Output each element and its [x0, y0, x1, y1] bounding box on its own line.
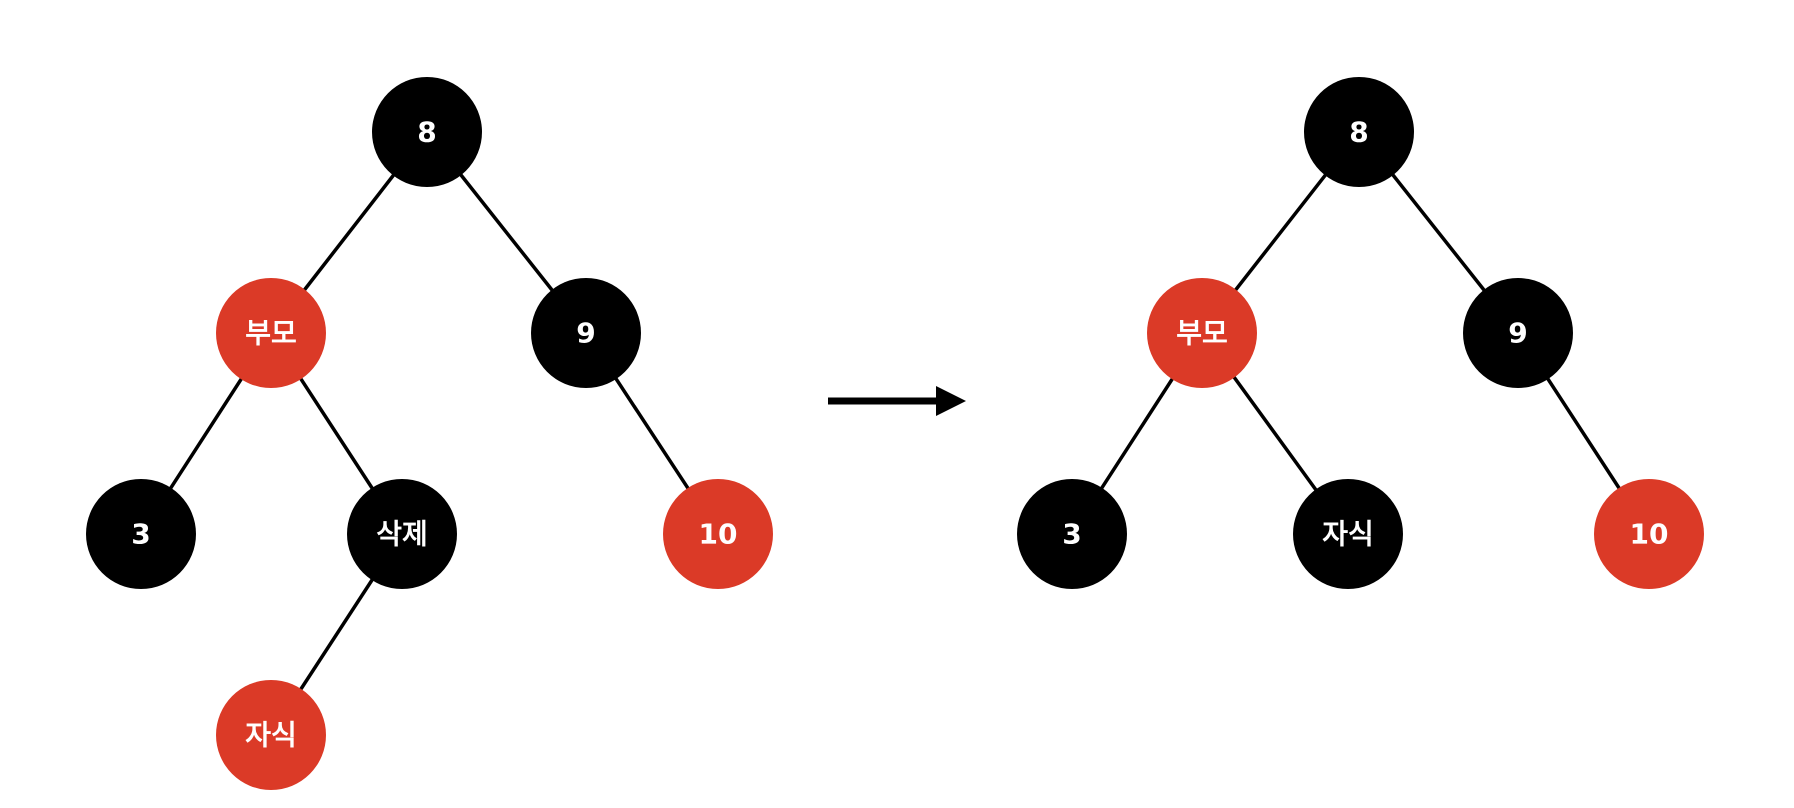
node-circle: [86, 479, 196, 589]
tree-node-n8: 8: [1304, 77, 1414, 187]
node-label: 10: [699, 518, 738, 551]
arrow-head: [936, 386, 966, 416]
node-circle: [1304, 77, 1414, 187]
tree-node-n8: 8: [372, 77, 482, 187]
node-circle: [1017, 479, 1127, 589]
node-label: 9: [576, 317, 595, 350]
tree-node-n10: 10: [1594, 479, 1704, 589]
node-label: 9: [1508, 317, 1527, 350]
node-label: 8: [1349, 116, 1368, 149]
edge-n9-n10: [610, 371, 694, 496]
node-label: 부모: [245, 317, 297, 350]
tree-node-n9: 9: [1463, 278, 1573, 388]
edges: [165, 167, 694, 697]
tree-node-child: 자식: [216, 680, 326, 790]
edge-deleted-child: [295, 572, 378, 697]
node-label: 3: [1062, 518, 1081, 551]
tree-node-n10: 10: [663, 479, 773, 589]
tree-node-child: 자식: [1293, 479, 1403, 589]
edge-n9-n10: [1542, 371, 1625, 496]
node-circle: [1594, 479, 1704, 589]
node-label: 10: [1630, 518, 1669, 551]
node-circle: [347, 479, 457, 589]
node-label: 삭제: [376, 518, 428, 551]
node-label: 자식: [1322, 518, 1374, 551]
edge-n8-parent: [298, 168, 400, 297]
edge-parent-child: [1228, 369, 1322, 498]
tree-node-deleted: 삭제: [347, 479, 457, 589]
node-label: 부모: [1176, 317, 1228, 350]
transition-arrow: [828, 386, 966, 416]
edge-n8-n9: [1386, 167, 1491, 298]
edge-parent-n3: [165, 371, 247, 496]
edge-parent-n3: [1096, 371, 1178, 496]
node-circle: [531, 278, 641, 388]
node-label: 3: [131, 518, 150, 551]
tree-node-n9: 9: [531, 278, 641, 388]
edge-n8-n9: [454, 167, 559, 298]
node-circle: [663, 479, 773, 589]
tree-node-n3: 3: [86, 479, 196, 589]
tree-node-parent: 부모: [216, 278, 326, 388]
node-label: 자식: [245, 719, 297, 752]
node-circle: [216, 278, 326, 388]
node-circle: [1293, 479, 1403, 589]
node-circle: [216, 680, 326, 790]
node-circle: [1147, 278, 1257, 388]
node-label: 8: [417, 116, 436, 149]
edge-n8-parent: [1229, 167, 1332, 298]
edges: [1096, 167, 1625, 498]
node-circle: [372, 77, 482, 187]
node-circle: [1463, 278, 1573, 388]
tree-node-parent: 부모: [1147, 278, 1257, 388]
after-tree: 8 부모 9 3 자식 10: [1017, 77, 1704, 589]
before-tree: 8 부모 9 3 삭제 10 자식: [86, 77, 773, 790]
edge-parent-deleted: [295, 371, 378, 496]
tree-node-n3: 3: [1017, 479, 1127, 589]
